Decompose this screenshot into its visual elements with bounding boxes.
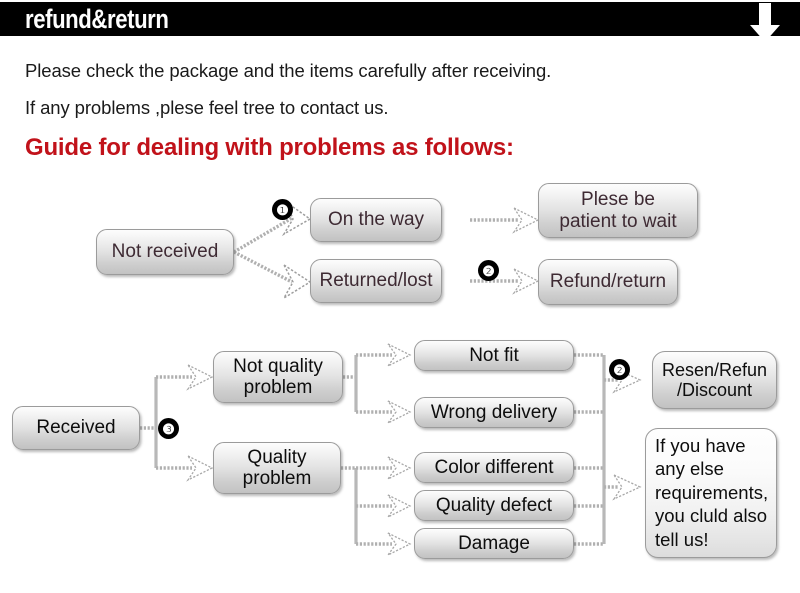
badge-1: ❶ xyxy=(272,199,293,220)
flow-box-received[interactable]: Received xyxy=(12,406,140,450)
flow-box-on-the-way[interactable]: On the way xyxy=(310,198,442,242)
flow-box-not-quality-problem[interactable]: Not quality problem xyxy=(213,351,343,403)
badge-3: ❸ xyxy=(158,418,179,439)
quality-line-1: Quality xyxy=(247,446,307,468)
resend-line-2: /Discount xyxy=(676,380,753,400)
flow-box-resend-refund-discount[interactable]: Resen/Refun /Discount xyxy=(652,351,777,409)
flow-box-damage[interactable]: Damage xyxy=(414,528,574,559)
flow-box-color-different[interactable]: Color different xyxy=(414,452,574,483)
flow-box-not-received[interactable]: Not received xyxy=(96,229,234,275)
arrow-down-icon xyxy=(750,3,780,42)
be-patient-line-2: patient to wait xyxy=(559,210,677,232)
extra-line-2: any else xyxy=(655,458,724,480)
extra-line-1: If you have xyxy=(655,435,746,456)
flow-box-returned-lost[interactable]: Returned/lost xyxy=(310,259,442,303)
extra-line-4: you cluld also xyxy=(655,505,768,527)
page-title: refund&return xyxy=(25,4,169,34)
extra-line-3: requirements, xyxy=(655,481,769,503)
guide-heading: Guide for dealing with problems as follo… xyxy=(25,134,514,161)
quality-line-2: problem xyxy=(242,468,312,489)
flow-box-not-fit[interactable]: Not fit xyxy=(414,340,574,371)
not-quality-line-1: Not quality xyxy=(233,355,323,377)
not-quality-line-2: problem xyxy=(243,377,313,398)
be-patient-line-1: Plese be xyxy=(581,189,655,211)
flow-box-extra-requirements[interactable]: If you have any else requirements, you c… xyxy=(645,428,777,558)
flow-box-quality-defect[interactable]: Quality defect xyxy=(414,490,574,521)
badge-2-bottom: ❷ xyxy=(609,359,630,380)
flow-box-refund-return[interactable]: Refund/return xyxy=(538,259,678,305)
intro-line-2: If any problems ,plese feel tree to cont… xyxy=(25,97,389,118)
flow-box-wrong-delivery[interactable]: Wrong delivery xyxy=(414,397,574,428)
extra-line-5: tell us! xyxy=(655,528,709,550)
badge-2-top: ❷ xyxy=(478,260,499,281)
flow-box-be-patient[interactable]: Plese be patient to wait xyxy=(538,183,698,238)
flow-box-quality-problem[interactable]: Quality problem xyxy=(213,442,341,494)
resend-line-1: Resen/Refun xyxy=(661,359,768,380)
header-bar xyxy=(0,2,800,36)
intro-line-1: Please check the package and the items c… xyxy=(25,60,552,81)
